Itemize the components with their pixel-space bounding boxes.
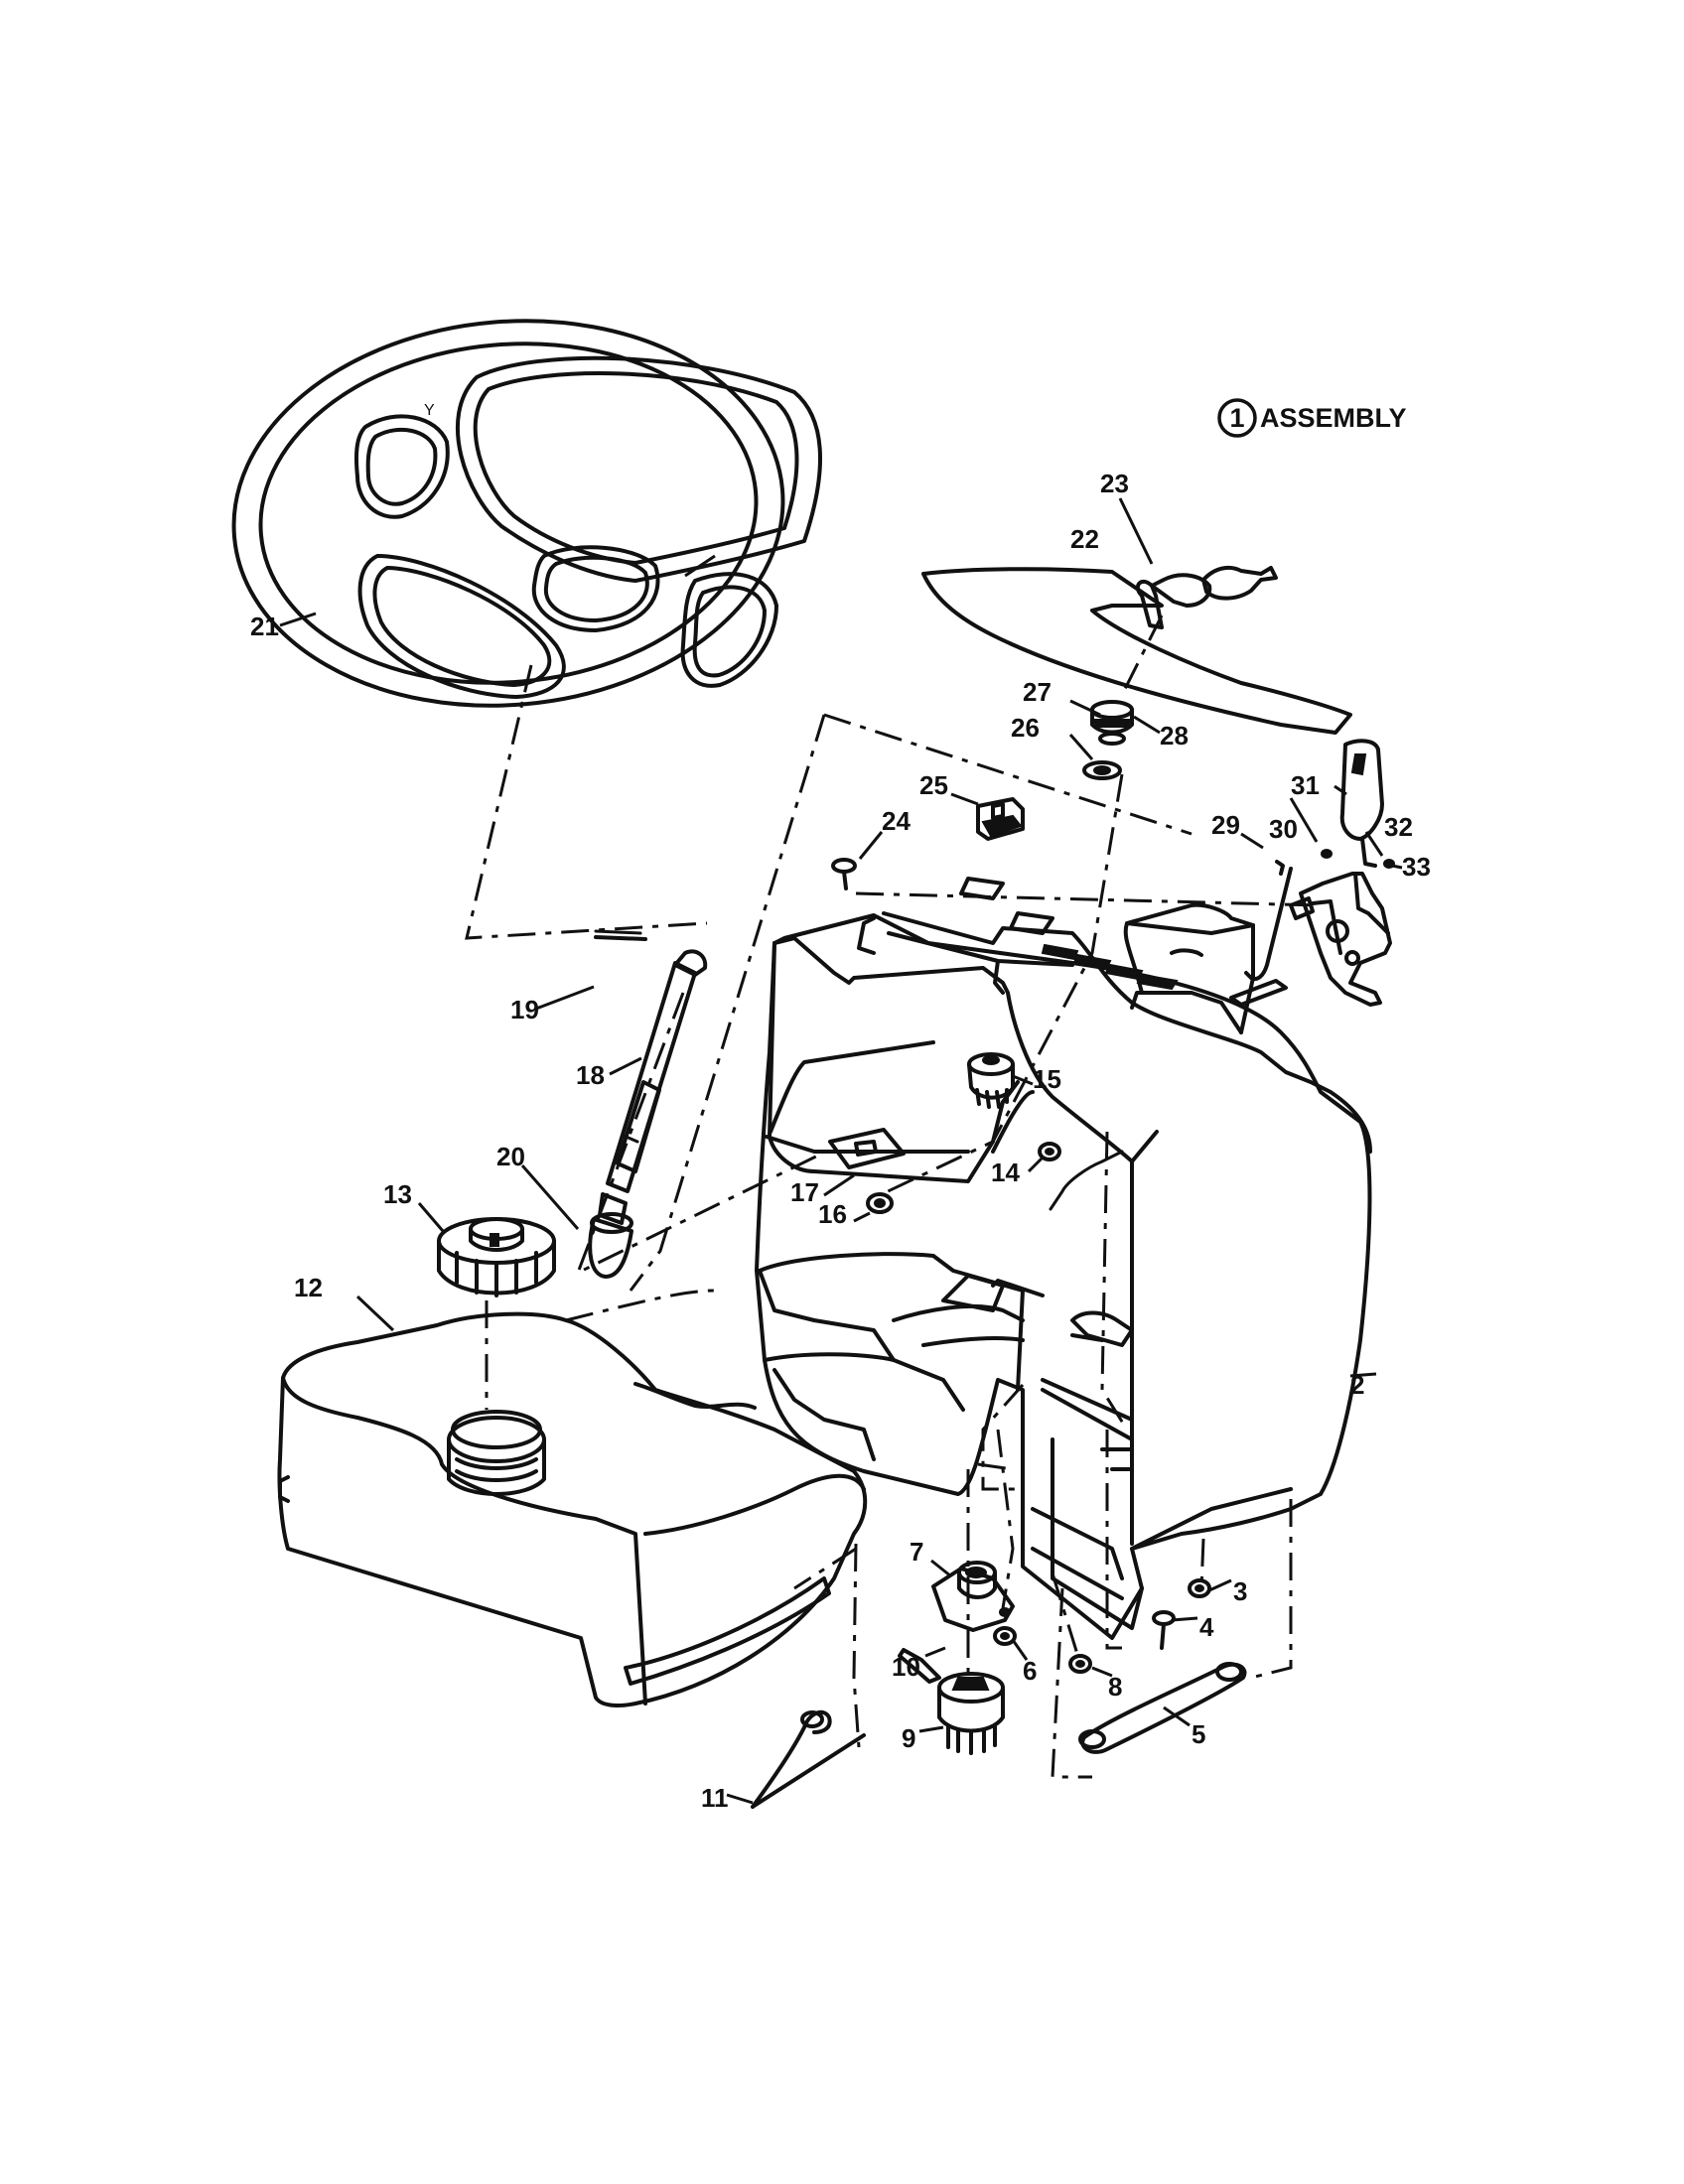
ignition-switch	[967, 1052, 1015, 1109]
switch-nut	[993, 1626, 1017, 1646]
callout-16: 16	[818, 1199, 847, 1229]
callout-17: 17	[790, 1177, 819, 1207]
callout-32: 32	[1384, 812, 1413, 842]
bracket	[1068, 1578, 1247, 1754]
callout-21: 21	[250, 612, 279, 641]
callout-27: 27	[1023, 677, 1052, 707]
light-switch	[976, 797, 1025, 841]
assembly-header: 1 ASSEMBLY	[1217, 398, 1407, 438]
callout-10: 10	[892, 1652, 920, 1682]
pto-switch	[937, 1672, 1005, 1755]
callout-33: 33	[1402, 852, 1431, 882]
callout-26: 26	[1011, 713, 1040, 743]
dash-hardware	[828, 1128, 1061, 1214]
steering-wheel: Y	[231, 319, 822, 708]
callout-9: 9	[902, 1723, 915, 1753]
assembly-number: 1	[1229, 403, 1244, 433]
switch-hardware	[1082, 700, 1134, 780]
assembly-dashed-lines	[465, 614, 1322, 1779]
callout-19: 19	[510, 995, 539, 1024]
callout-5: 5	[1192, 1719, 1205, 1749]
callout-30: 30	[1269, 814, 1298, 844]
callout-22: 22	[1070, 524, 1099, 554]
fuel-cap	[437, 1217, 556, 1297]
decal-panel	[921, 567, 1352, 735]
seat-switch	[931, 1561, 1015, 1632]
callout-25: 25	[919, 770, 948, 800]
callout-28: 28	[1160, 721, 1189, 751]
callout-4: 4	[1199, 1612, 1214, 1642]
callout-6: 6	[1023, 1656, 1037, 1686]
park-brake-handle	[1229, 739, 1395, 1007]
svg-text:Y: Y	[424, 402, 435, 419]
callout-14: 14	[991, 1158, 1020, 1187]
callout-8: 8	[1108, 1672, 1122, 1702]
callout-18: 18	[576, 1060, 605, 1090]
callout-7: 7	[910, 1537, 923, 1567]
leader-lines	[279, 497, 1403, 1805]
callout-20: 20	[496, 1142, 525, 1171]
mounting-screw	[831, 858, 857, 890]
callout-2: 2	[1350, 1370, 1364, 1400]
callout-23: 23	[1100, 469, 1129, 498]
callout-31: 31	[1291, 770, 1320, 800]
callout-15: 15	[1033, 1064, 1061, 1094]
callout-11: 11	[701, 1783, 729, 1813]
steering-column	[588, 929, 708, 1279]
callout-13: 13	[383, 1179, 412, 1209]
dash-tower	[755, 902, 1372, 1640]
callout-labels: 2 3 4 5 6 7 8 9 10 11 12 13 14 15 16 17 …	[250, 469, 1431, 1813]
dash-slots	[959, 877, 1179, 991]
callout-24: 24	[882, 806, 911, 836]
callout-29: 29	[1211, 810, 1240, 840]
callout-12: 12	[294, 1273, 323, 1302]
ignition-key	[1135, 565, 1278, 629]
callout-3: 3	[1233, 1576, 1247, 1606]
tie-strap	[751, 1709, 866, 1809]
dash-wire	[1049, 1150, 1124, 1211]
assembly-label: ASSEMBLY	[1260, 403, 1407, 433]
switch-pin	[898, 1648, 941, 1684]
